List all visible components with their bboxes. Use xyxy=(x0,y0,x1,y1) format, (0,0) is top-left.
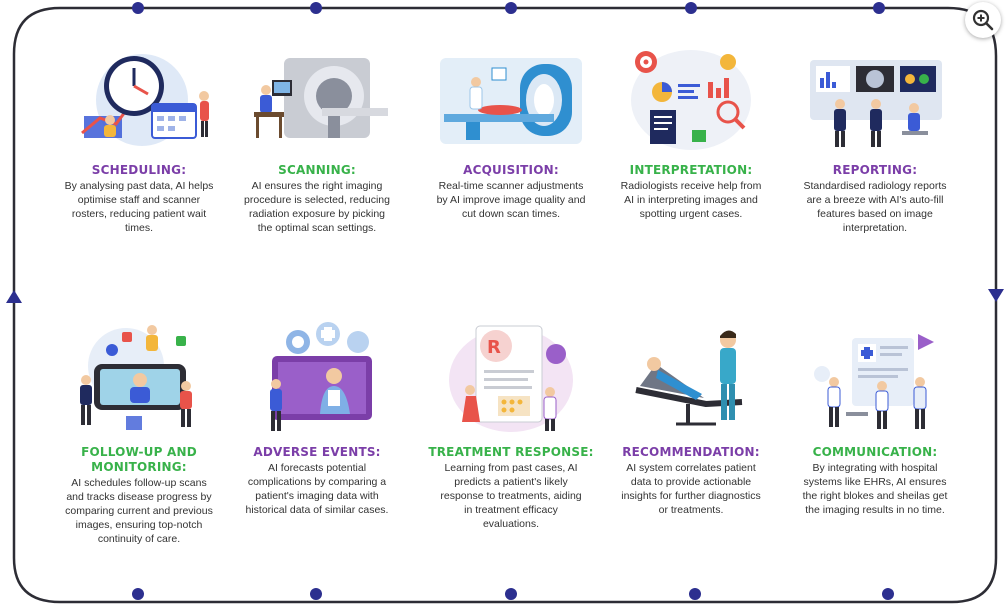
step-follow-up: FOLLOW-UP AND MONITORING: AI schedules f… xyxy=(51,320,227,546)
step-title: RECOMMENDATION: xyxy=(622,445,760,459)
frame-node xyxy=(310,588,322,600)
step-communication: COMMUNICATION: By integrating with hospi… xyxy=(787,320,963,517)
analytics-dashboard-illustration xyxy=(631,50,751,150)
prescription-illustration: R xyxy=(449,325,573,432)
step-adverse-events: ADVERSE EVENTS: AI forecasts potential c… xyxy=(229,320,405,517)
frame-node xyxy=(689,588,701,600)
follow-up-phone-illustration xyxy=(80,325,192,430)
step-description: AI system correlates patient data to pro… xyxy=(621,462,761,516)
zoom-in-icon xyxy=(972,9,994,31)
frame-nodes-bottom xyxy=(132,588,894,600)
step-description: AI schedules follow-up scans and tracks … xyxy=(65,477,213,545)
step-interpretation: INTERPRETATION: Radiologists receive hel… xyxy=(603,38,779,221)
step-acquisition: ACQUISITION: Real-time scanner adjustmen… xyxy=(423,38,599,221)
step-scheduling: SCHEDULING: By analysing past data, AI h… xyxy=(51,38,227,235)
step-description: By integrating with hospital systems lik… xyxy=(802,462,948,516)
step-description: AI ensures the right imaging procedure i… xyxy=(244,180,390,234)
step-recommendation: RECOMMENDATION: AI system correlates pat… xyxy=(603,320,779,517)
svg-text:R: R xyxy=(487,337,501,358)
step-title: COMMUNICATION: xyxy=(812,445,938,459)
patient-in-scanner-illustration xyxy=(440,58,582,144)
patient-bed-nurse-illustration xyxy=(635,330,743,426)
step-description: AI forecasts potential complications by … xyxy=(245,462,389,516)
clock-calendar-illustration xyxy=(81,54,209,146)
frame-node xyxy=(132,588,144,600)
step-title: INTERPRETATION: xyxy=(629,163,753,177)
hospital-communication-illustration xyxy=(814,334,934,429)
frame-nodes-top xyxy=(132,2,885,14)
step-title: FOLLOW-UP AND MONITORING: xyxy=(81,445,197,474)
frame-node xyxy=(505,588,517,600)
step-description: Real-time scanner adjustments by AI impr… xyxy=(436,180,586,220)
step-reporting: REPORTING: Standardised radiology report… xyxy=(787,38,963,235)
frame-node xyxy=(873,2,885,14)
frame-node xyxy=(505,2,517,14)
step-description: Learning from past cases, AI predicts a … xyxy=(440,462,582,530)
step-title: SCHEDULING: xyxy=(91,163,187,177)
frame-node xyxy=(685,2,697,14)
step-treatment-response: R TREATMENT RESPONSE: Learning from past… xyxy=(423,320,599,531)
frame-node xyxy=(882,588,894,600)
step-title: ADVERSE EVENTS: xyxy=(253,445,381,459)
reporting-team-illustration xyxy=(810,60,942,147)
step-title: SCANNING: xyxy=(278,163,356,177)
step-description: Radiologists receive help from AI in int… xyxy=(620,180,762,220)
step-title: TREATMENT RESPONSE: xyxy=(428,445,594,459)
frame-node xyxy=(310,2,322,14)
doctor-telehealth-illustration xyxy=(270,322,372,431)
mri-scanner-illustration xyxy=(254,58,388,138)
step-description: By analysing past data, AI helps optimis… xyxy=(64,180,214,234)
frame-node xyxy=(132,2,144,14)
step-title: ACQUISITION: xyxy=(463,163,559,177)
step-scanning: SCANNING: AI ensures the right imaging p… xyxy=(229,38,405,235)
step-description: Standardised radiology reports are a bre… xyxy=(803,180,947,234)
step-title: REPORTING: xyxy=(832,163,918,177)
zoom-in-button[interactable] xyxy=(965,2,1001,38)
flow-arrow-right-down xyxy=(988,289,1004,302)
flow-arrow-left-up xyxy=(6,290,22,303)
